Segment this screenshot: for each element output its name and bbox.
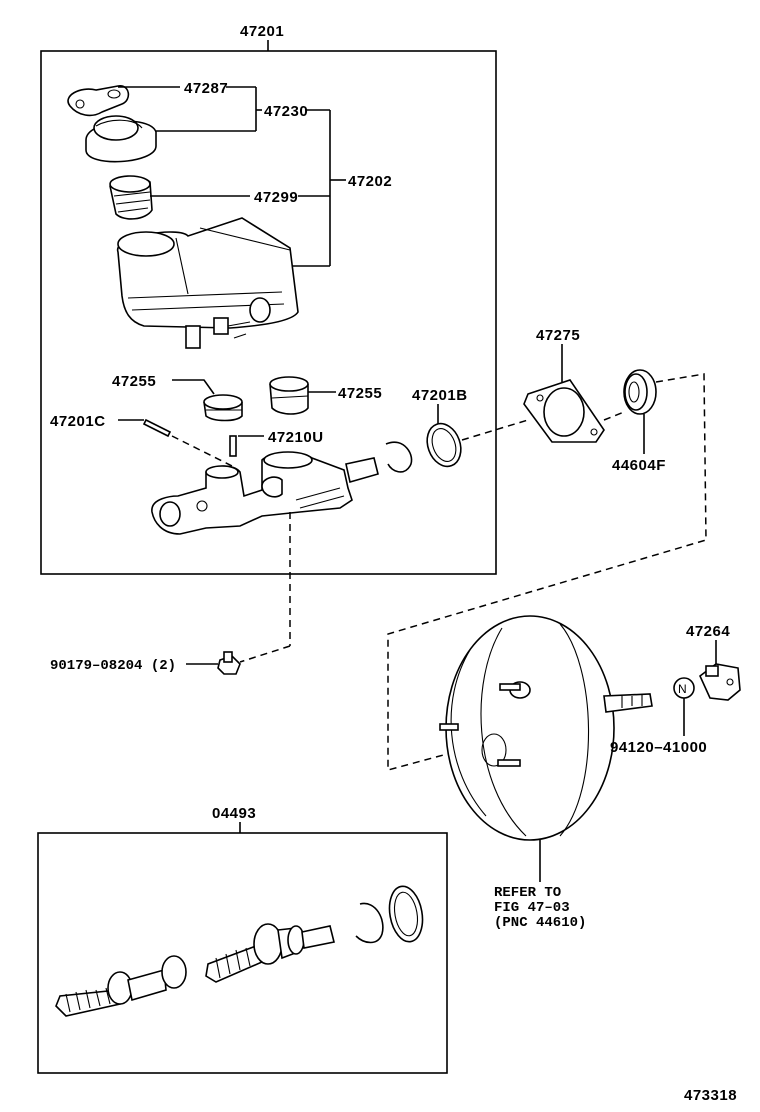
label-94120-41000[interactable]: 94120–41000 xyxy=(610,739,707,756)
label-47264[interactable]: 47264 xyxy=(686,623,730,640)
grommet-47255-left[interactable] xyxy=(172,379,243,422)
label-47255-left[interactable]: 47255 xyxy=(112,373,156,390)
refer-note-line-3[interactable]: (PNC 44610) xyxy=(494,915,586,931)
gasket-47275[interactable] xyxy=(523,344,605,443)
label-47230[interactable]: 47230 xyxy=(264,103,308,120)
label-90179-08204[interactable]: 90179–08204 (2) xyxy=(50,658,176,674)
label-04493[interactable]: 04493 xyxy=(212,805,256,822)
pin-47201C[interactable] xyxy=(118,418,237,469)
brake-booster[interactable] xyxy=(439,615,653,882)
clevis-47264[interactable] xyxy=(699,640,741,701)
label-47299[interactable]: 47299 xyxy=(254,189,298,206)
cap-gasket-47287[interactable] xyxy=(67,85,180,117)
primary-piston-assembly[interactable] xyxy=(55,955,187,1017)
label-47201B[interactable]: 47201B xyxy=(412,387,468,404)
label-44604F[interactable]: 44604F xyxy=(612,457,666,474)
kit-box-04493 xyxy=(37,832,448,1074)
o-ring-47201B[interactable] xyxy=(421,404,466,471)
grommet-47255-right[interactable] xyxy=(269,376,336,415)
pin-47210U[interactable] xyxy=(229,435,264,457)
figure-id: 473318 xyxy=(684,1087,737,1104)
label-47255-right[interactable]: 47255 xyxy=(338,385,382,402)
secondary-piston-assembly[interactable] xyxy=(205,923,335,983)
reservoir-cap-47230[interactable] xyxy=(85,115,256,163)
nut-94120-41000[interactable]: N xyxy=(673,677,695,736)
kit-snap-ring[interactable] xyxy=(355,902,384,944)
kit-o-ring[interactable] xyxy=(385,884,426,945)
label-47275[interactable]: 47275 xyxy=(536,327,580,344)
label-47202[interactable]: 47202 xyxy=(348,173,392,190)
refer-note-line-1[interactable]: REFER TO xyxy=(494,885,561,901)
nut-marker-n: N xyxy=(678,682,687,696)
reservoir-tank-47202[interactable] xyxy=(117,217,330,349)
label-47210U[interactable]: 47210U xyxy=(268,429,324,446)
master-cylinder-body[interactable] xyxy=(151,451,379,663)
seal-44604F[interactable] xyxy=(623,369,657,454)
snap-ring[interactable] xyxy=(385,441,413,473)
label-47201C[interactable]: 47201C xyxy=(50,413,106,430)
label-47201[interactable]: 47201 xyxy=(240,23,284,40)
refer-note-line-2[interactable]: FIG 47–03 xyxy=(494,900,570,916)
strainer-47299[interactable] xyxy=(109,175,250,220)
label-47287[interactable]: 47287 xyxy=(184,80,228,97)
flange-bolt-90179[interactable] xyxy=(186,651,241,675)
